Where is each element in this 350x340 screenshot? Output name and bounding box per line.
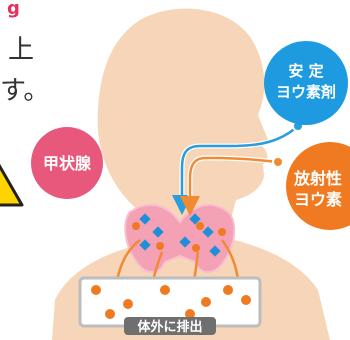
excretion-label: 体外に排出 [137,319,202,335]
text-fragment-line1: 上 [8,35,34,65]
thyroid-label-bubble: 甲状腺 [31,127,103,199]
stable-iodine-particles [139,213,221,257]
radioactive-iodine-arrow [180,156,279,216]
radioactive-iodine-label-line2: ヨウ素 [294,190,342,209]
radioactive-iodine-particles [132,222,226,252]
excreted-particles [91,285,251,319]
thyroid-gland [124,203,236,273]
radioactive-iodine-arrow-start [272,156,284,168]
stable-iodine-arrow [172,125,299,215]
text-fragment-top: g [7,0,20,19]
radioactive-iodine-bubble: 放射性 ヨウ素 [286,142,350,230]
thyroid-label: 甲状腺 [43,154,92,173]
stable-iodine-label-line1: 安 定 [288,62,323,80]
radioactive-iodine-label-line1: 放射性 [293,169,342,188]
stable-iodine-bubble: 安 定 ヨウ素剤 [264,41,348,125]
text-fragment-line2: す。 [0,76,49,106]
stable-iodine-label-line2: ヨウ素剤 [276,83,336,101]
excretion-box: 体外に排出 [78,276,262,335]
warning-triangle-icon [0,163,24,207]
